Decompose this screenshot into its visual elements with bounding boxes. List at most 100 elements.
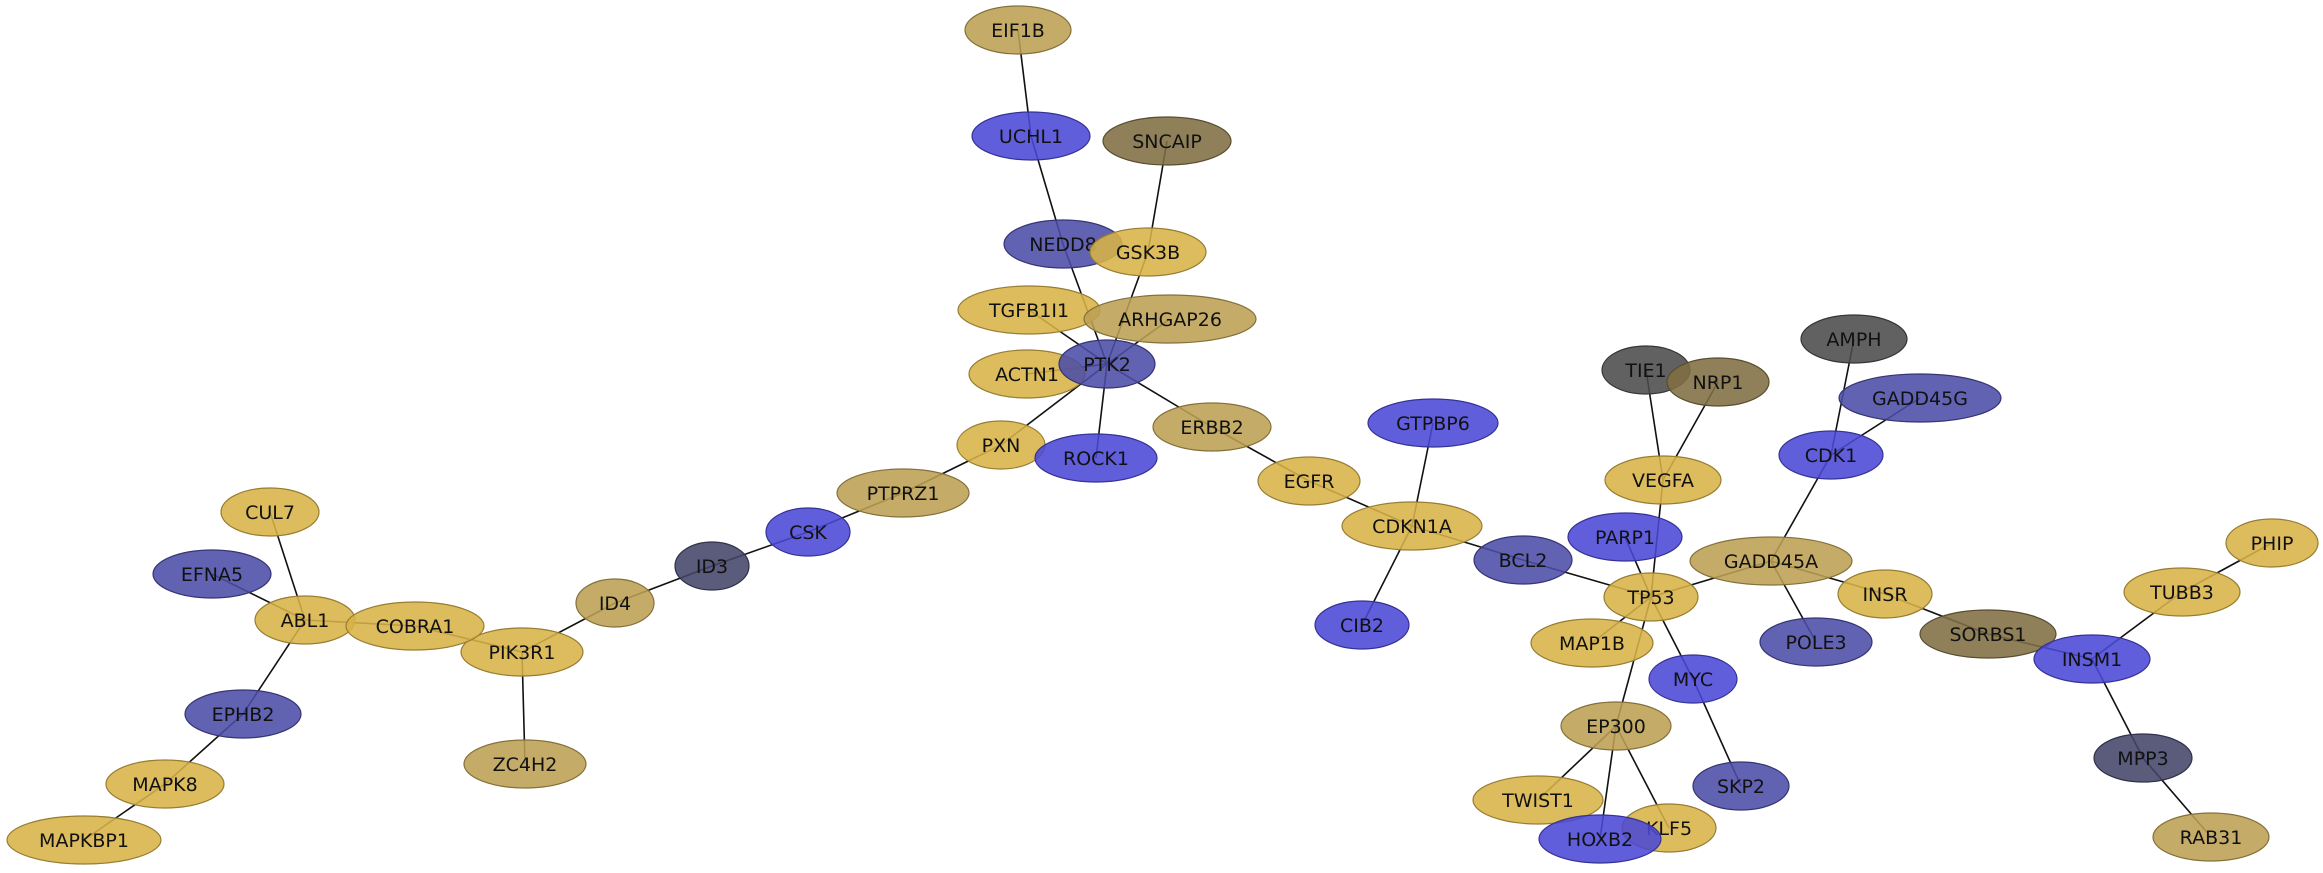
node-shape	[1034, 433, 1158, 483]
node-ptprz1[interactable]: PTPRZ1	[836, 468, 970, 518]
node-label: EP300	[1586, 716, 1646, 738]
node-shape	[220, 487, 320, 537]
node-twist1[interactable]: TWIST1	[1472, 775, 1604, 825]
node-shape	[1341, 501, 1483, 551]
node-shape	[1567, 512, 1683, 562]
node-label: ROCK1	[1063, 448, 1129, 470]
node-label: ZC4H2	[493, 754, 558, 776]
node-label: MPP3	[2117, 748, 2168, 770]
node-shape	[1314, 600, 1410, 650]
node-shape	[1089, 227, 1207, 277]
node-label: NEDD8	[1029, 234, 1097, 256]
node-cul7[interactable]: CUL7	[220, 487, 320, 537]
node-gadd45g[interactable]: GADD45G	[1838, 373, 2002, 423]
node-label: RAB31	[2180, 827, 2243, 849]
node-shape	[1648, 654, 1738, 704]
node-label: ID3	[696, 556, 728, 578]
node-shape	[1837, 569, 1933, 619]
node-pole3[interactable]: POLE3	[1759, 617, 1873, 667]
node-shape	[971, 111, 1091, 161]
node-tp53[interactable]: TP53	[1603, 572, 1699, 622]
node-label: GADD45A	[1724, 551, 1818, 573]
node-abl1[interactable]: ABL1	[254, 595, 356, 645]
node-label: EIF1B	[991, 20, 1045, 42]
node-tgfb1i1[interactable]: TGFB1I1	[957, 285, 1101, 335]
node-gtpbp6[interactable]: GTPBP6	[1367, 398, 1499, 448]
node-efna5[interactable]: EFNA5	[152, 549, 272, 599]
node-ptk2[interactable]: PTK2	[1058, 339, 1156, 389]
node-label: PIK3R1	[489, 642, 556, 664]
node-label: HOXB2	[1567, 829, 1633, 851]
node-cdkn1a[interactable]: CDKN1A	[1341, 501, 1483, 551]
node-label: MAPK8	[132, 774, 197, 796]
node-cobra1[interactable]: COBRA1	[345, 601, 485, 651]
node-phip[interactable]: PHIP	[2225, 518, 2319, 568]
node-cdk1[interactable]: CDK1	[1778, 430, 1884, 480]
node-amph[interactable]: AMPH	[1800, 314, 1908, 364]
node-hoxb2[interactable]: HOXB2	[1538, 814, 1662, 864]
node-actn1[interactable]: ACTN1	[968, 349, 1086, 399]
node-ephb2[interactable]: EPHB2	[184, 689, 302, 739]
node-eif1b[interactable]: EIF1B	[964, 5, 1072, 55]
node-shape	[1473, 535, 1573, 585]
node-insr[interactable]: INSR	[1837, 569, 1933, 619]
node-label: EFNA5	[181, 564, 243, 586]
node-shape	[1919, 609, 2057, 659]
node-id4[interactable]: ID4	[575, 578, 655, 628]
node-shape	[2225, 518, 2319, 568]
node-pxn[interactable]: PXN	[956, 420, 1046, 470]
node-gsk3b[interactable]: GSK3B	[1089, 227, 1207, 277]
node-label: SNCAIP	[1132, 131, 1202, 153]
node-shape	[1257, 456, 1361, 506]
node-sorbs1[interactable]: SORBS1	[1919, 609, 2057, 659]
node-shape	[1083, 294, 1257, 344]
node-mapkbp1[interactable]: MAPKBP1	[6, 815, 162, 865]
node-egfr[interactable]: EGFR	[1257, 456, 1361, 506]
node-label: NRP1	[1693, 372, 1744, 394]
node-vegfa[interactable]: VEGFA	[1604, 455, 1722, 505]
node-nrp1[interactable]: NRP1	[1666, 357, 1770, 407]
node-shape	[345, 601, 485, 651]
node-pik3r1[interactable]: PIK3R1	[460, 627, 584, 677]
node-shape	[105, 759, 225, 809]
node-label: TP53	[1626, 587, 1674, 609]
node-insm1[interactable]: INSM1	[2033, 634, 2151, 684]
node-shape	[2123, 567, 2241, 617]
node-label: ID4	[599, 593, 631, 615]
node-csk[interactable]: CSK	[765, 507, 851, 557]
node-label: PARP1	[1595, 527, 1655, 549]
node-tubb3[interactable]: TUBB3	[2123, 567, 2241, 617]
node-sncaip[interactable]: SNCAIP	[1102, 116, 1232, 166]
node-shape	[1102, 116, 1232, 166]
node-shape	[1838, 373, 2002, 423]
node-cib2[interactable]: CIB2	[1314, 600, 1410, 650]
node-myc[interactable]: MYC	[1648, 654, 1738, 704]
node-gadd45a[interactable]: GADD45A	[1689, 536, 1853, 586]
node-map1b[interactable]: MAP1B	[1530, 618, 1654, 668]
node-shape	[1560, 701, 1672, 751]
node-parp1[interactable]: PARP1	[1567, 512, 1683, 562]
node-ep300[interactable]: EP300	[1560, 701, 1672, 751]
node-mpp3[interactable]: MPP3	[2093, 733, 2193, 783]
node-erbb2[interactable]: ERBB2	[1152, 402, 1272, 452]
node-arhgap26[interactable]: ARHGAP26	[1083, 294, 1257, 344]
node-skp2[interactable]: SKP2	[1692, 761, 1790, 811]
node-rab31[interactable]: RAB31	[2152, 812, 2270, 862]
node-zc4h2[interactable]: ZC4H2	[463, 739, 587, 789]
node-label: PTPRZ1	[867, 483, 940, 505]
node-id3[interactable]: ID3	[674, 541, 750, 591]
node-shape	[1692, 761, 1790, 811]
node-label: CIB2	[1340, 615, 1384, 637]
node-mapk8[interactable]: MAPK8	[105, 759, 225, 809]
node-label: CUL7	[245, 502, 295, 524]
node-shape	[674, 541, 750, 591]
node-label: PTK2	[1083, 354, 1131, 376]
node-shape	[460, 627, 584, 677]
node-shape	[184, 689, 302, 739]
node-rock1[interactable]: ROCK1	[1034, 433, 1158, 483]
node-bcl2[interactable]: BCL2	[1473, 535, 1573, 585]
node-uchl1[interactable]: UCHL1	[971, 111, 1091, 161]
node-label: AMPH	[1826, 329, 1881, 351]
node-label: TUBB3	[2149, 582, 2214, 604]
